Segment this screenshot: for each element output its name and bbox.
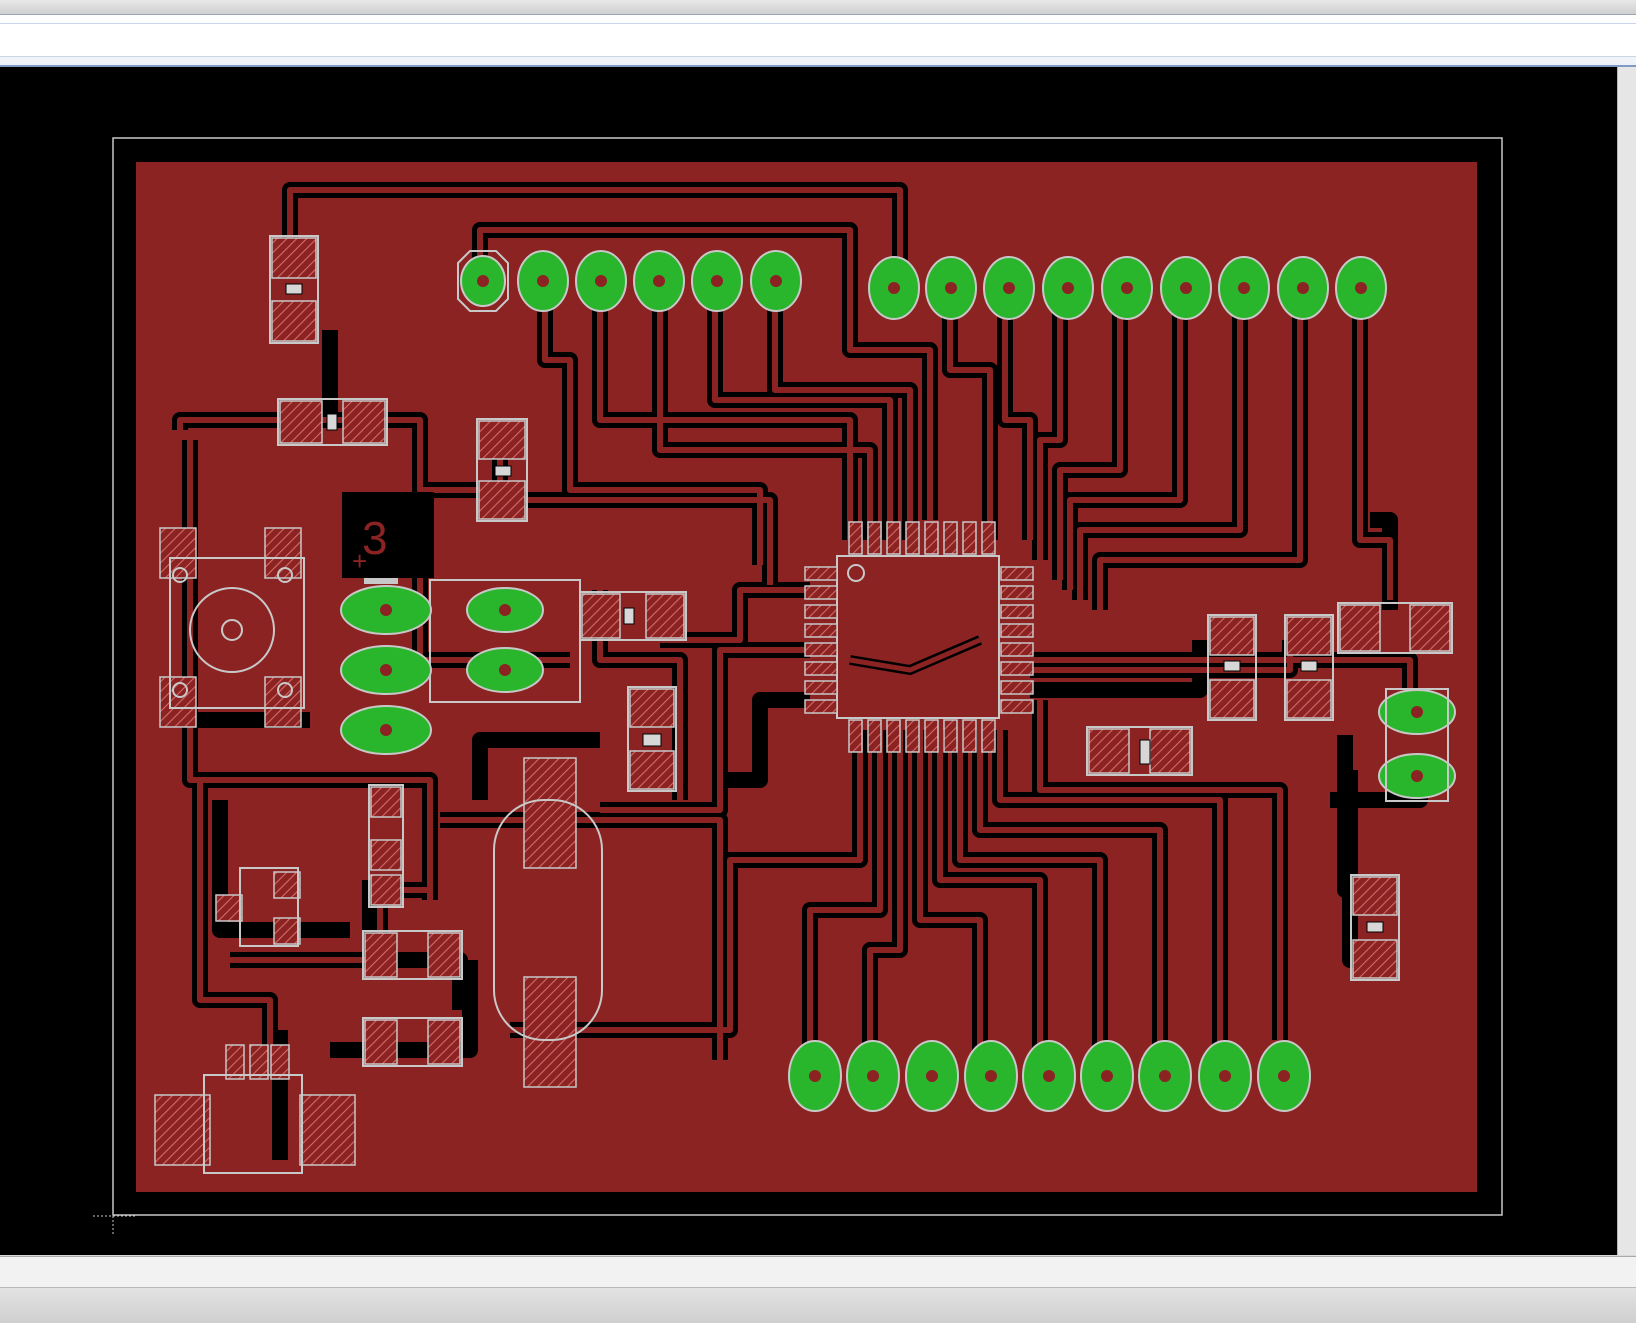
regulator: 3 + [342,492,434,584]
smd-markers [285,283,1384,933]
pcb-board-drawing: 3 + [93,137,1503,1236]
status-strip [0,1257,1636,1288]
pcb-layout-canvas[interactable]: 3 + [0,67,1636,1255]
microcontroller-qfp [804,521,1034,753]
plus-marker-icon: + [352,546,367,576]
board-outline [112,137,1503,1216]
header-9pin-bottom [788,1040,1311,1112]
command-line-input[interactable] [0,23,1636,57]
smd-parts [154,237,1451,1166]
push-button-footprint [169,557,305,709]
toolbar [0,15,1636,67]
status-bar [0,1256,1636,1323]
component-label-3: 3 [362,512,388,564]
vertical-scrollbar[interactable] [1617,67,1636,1255]
window-title-bar [0,0,1636,15]
header-6pin [457,250,802,312]
header-9pin-top [868,256,1387,320]
smd-bodies [203,235,1453,1174]
crosshair-origin-icon [93,1196,135,1236]
